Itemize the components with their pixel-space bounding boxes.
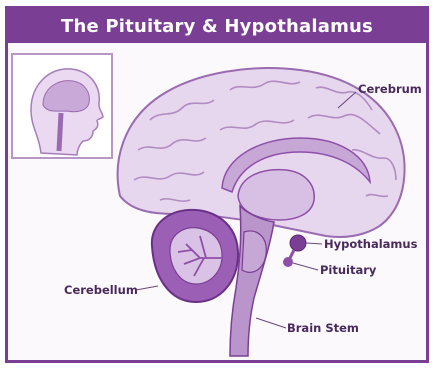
- label-hypothalamus: Hypothalamus: [324, 237, 417, 251]
- hypothalamus: [290, 235, 306, 251]
- label-pituitary: Pituitary: [320, 263, 376, 277]
- pituitary: [283, 257, 293, 267]
- hypothalamus-leader: [306, 243, 322, 244]
- pituitary-stalk: [290, 250, 294, 258]
- brain-stem-leader: [256, 318, 286, 328]
- cerebellum-leader: [136, 286, 158, 290]
- label-cerebrum: Cerebrum: [358, 82, 422, 96]
- label-cerebellum: Cerebellum: [64, 283, 138, 297]
- label-brain-stem: Brain Stem: [287, 321, 359, 335]
- pituitary-leader: [293, 263, 318, 270]
- cerebellum-core: [170, 228, 222, 284]
- brain-stem: [230, 206, 274, 356]
